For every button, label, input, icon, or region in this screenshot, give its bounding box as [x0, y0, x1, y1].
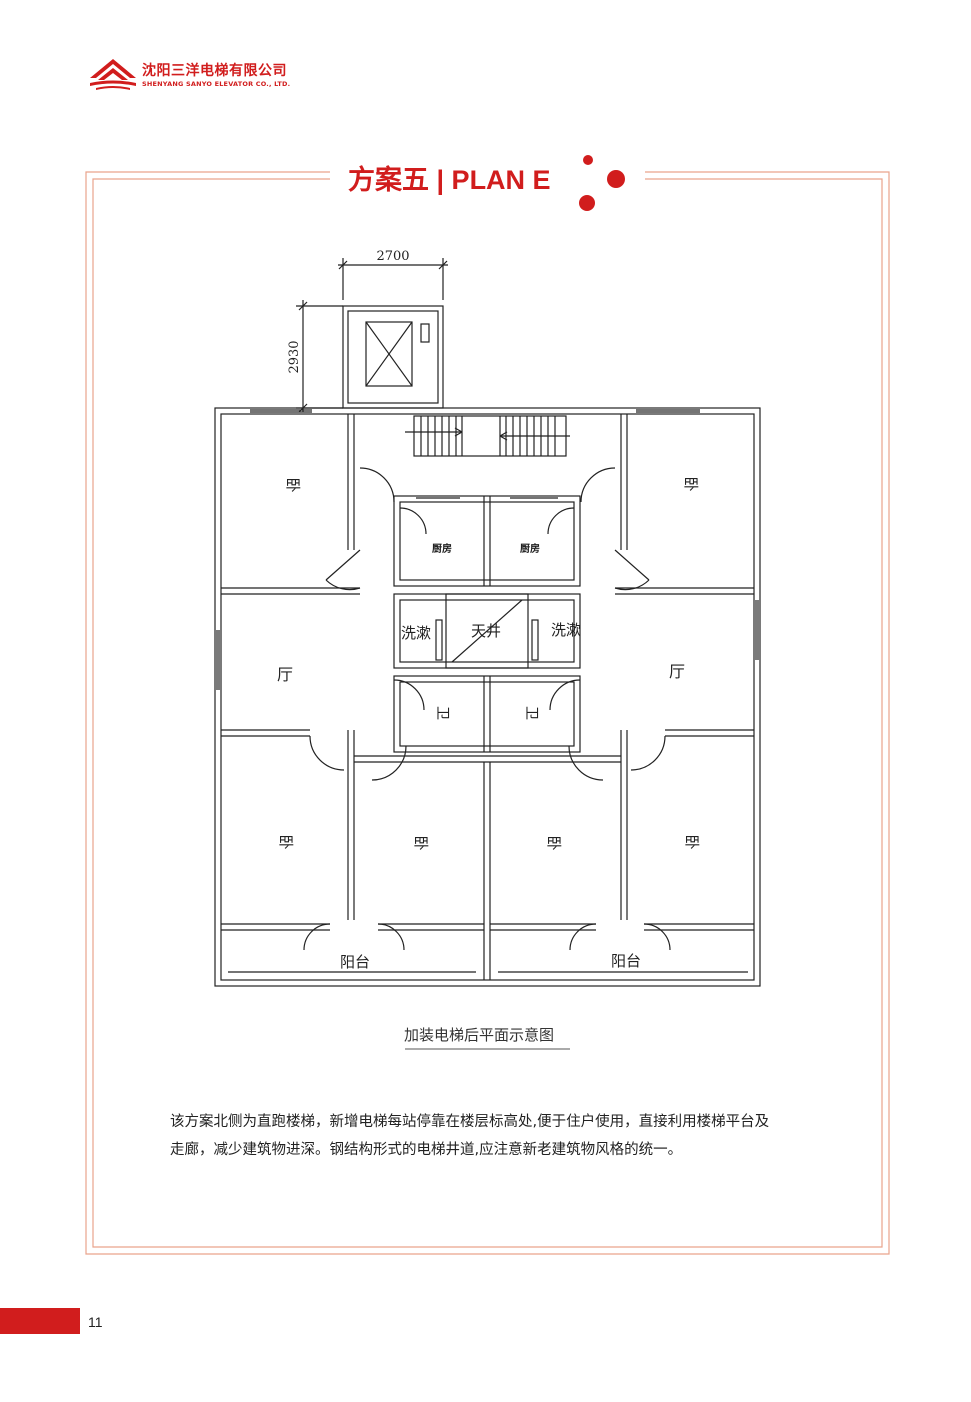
room-bedroom-bottom-2: 卧 [412, 835, 430, 850]
page-number: 11 [88, 1314, 103, 1330]
page-number-bar [0, 1308, 80, 1334]
room-washroom-left: 洗漱 [401, 624, 431, 642]
room-balcony-right: 阳台 [611, 952, 641, 970]
room-bedroom-bottom-3: 卧 [545, 835, 563, 850]
room-bedroom-bottom-4: 卧 [683, 834, 701, 849]
page-title: 方案五 | PLAN E [348, 165, 551, 195]
plan-caption: 加装电梯后平面示意图 [404, 1026, 555, 1044]
dimension-depth: 2930 [287, 340, 302, 373]
description-line-1: 该方案北侧为直跑楼梯，新增电梯每站停靠在楼层标高处,便于住户使用，直接利用楼梯平… [170, 1114, 770, 1130]
room-bedroom-top-left: 卧 [284, 477, 302, 492]
room-kitchen-left: 厨房 [432, 542, 452, 555]
room-balcony-left: 阳台 [340, 953, 370, 971]
room-toilet-right: 卫 [523, 706, 539, 720]
company-logo-icon [90, 59, 136, 90]
description-line-2: 走廊，减少建筑物进深。钢结构形式的电梯井道,应注意新老建筑物风格的统一。 [170, 1142, 683, 1158]
room-toilet-left: 卫 [434, 706, 450, 720]
room-bedroom-top-right: 卧 [682, 476, 700, 491]
room-bedroom-bottom-1: 卧 [277, 834, 295, 849]
title-dots-icon [579, 155, 625, 211]
dimension-width: 2700 [376, 249, 409, 264]
room-washroom-right: 洗漱 [551, 621, 581, 639]
company-name-en: SHENYANG SANYO ELEVATOR CO., LTD. [142, 80, 291, 88]
company-name-cn: 沈阳三洋电梯有限公司 [142, 63, 287, 79]
room-lightwell: 天井 [471, 622, 501, 640]
room-living-right: 厅 [669, 662, 685, 681]
room-kitchen-right: 厨房 [520, 542, 540, 555]
room-living-left: 厅 [277, 665, 293, 684]
